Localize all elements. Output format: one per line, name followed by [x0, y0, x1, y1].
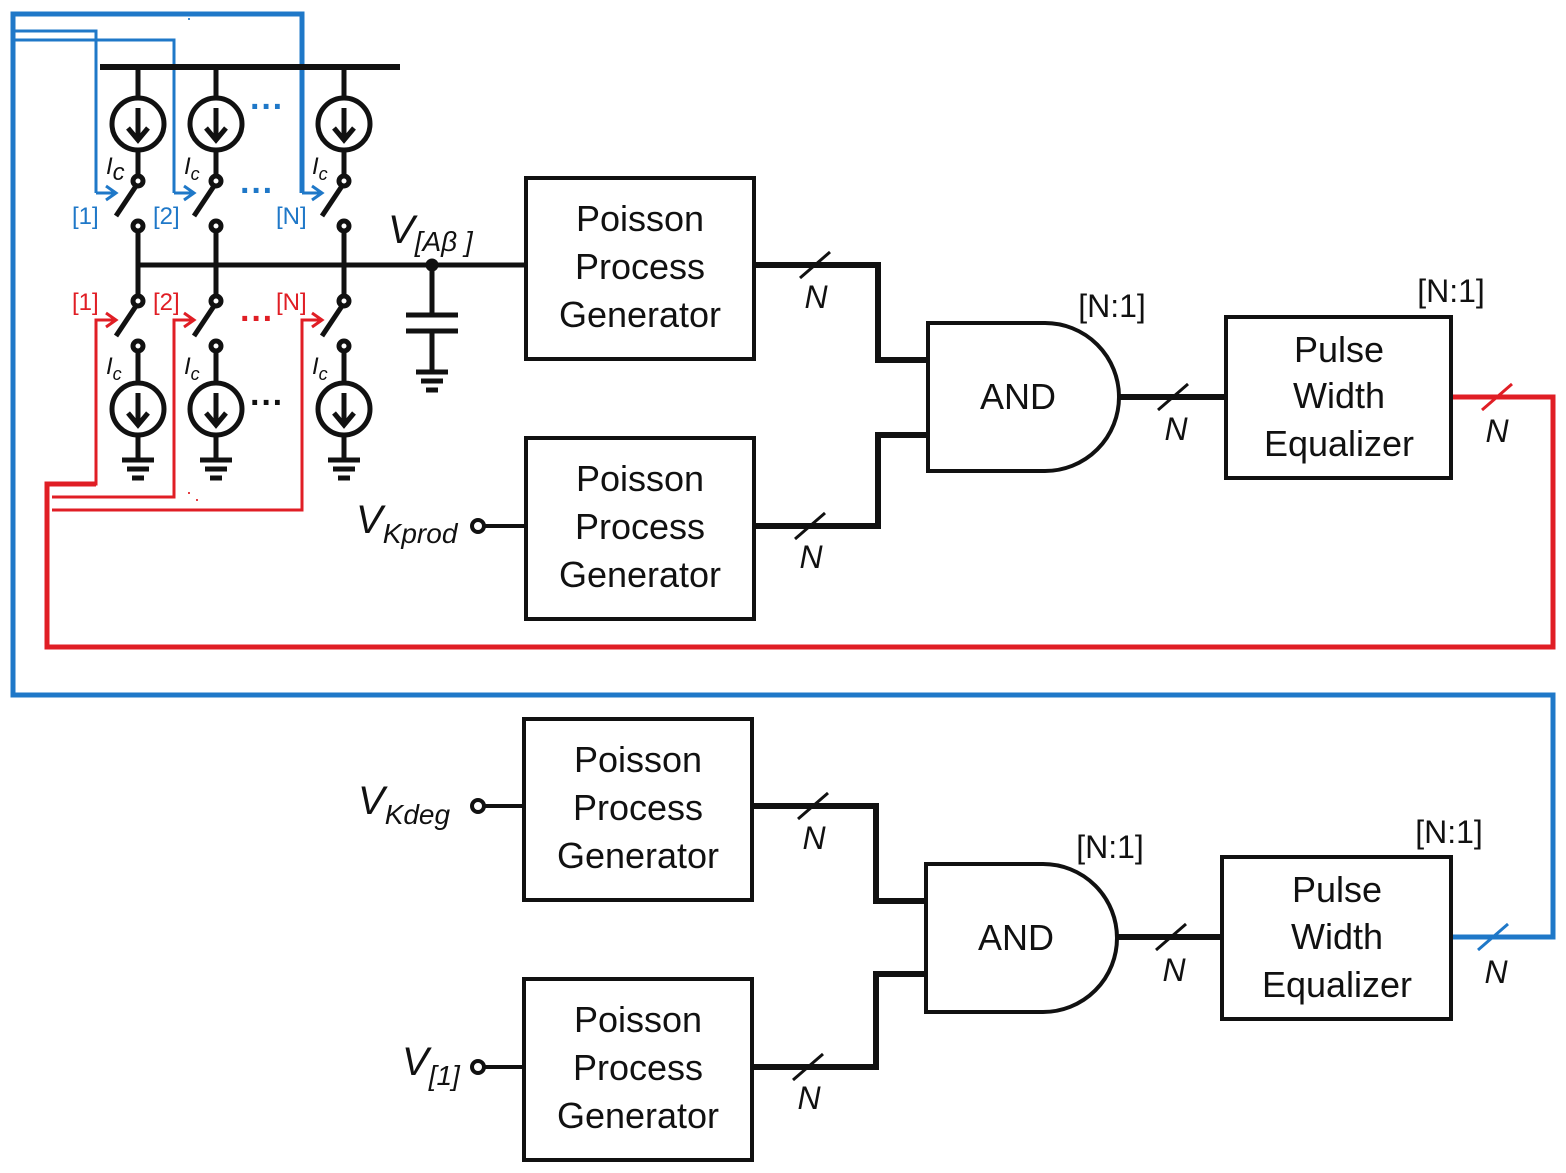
svg-text:Equalizer: Equalizer — [1262, 964, 1412, 1005]
svg-text:Generator: Generator — [559, 294, 721, 335]
bus-label-top-3: N — [1164, 411, 1188, 447]
blue-top-dots: · — [186, 8, 192, 28]
ellipsis-bottom-switches: ··· — [240, 300, 274, 338]
ppg-block-3: Poisson Process Generator — [522, 717, 754, 902]
ic-label-na: Ic — [312, 153, 328, 184]
ppg-block-2: Poisson Process Generator — [524, 436, 756, 621]
v-kdeg-input — [470, 798, 524, 814]
pwe1-range: [N:1] — [1417, 273, 1485, 309]
svg-text:Process: Process — [575, 506, 705, 547]
svg-text:Generator: Generator — [559, 554, 721, 595]
red-feedback-path — [44, 311, 1556, 650]
svg-text:Process: Process — [573, 1047, 703, 1088]
bottom-blue-slash — [1477, 922, 1509, 952]
v-kprod-input — [470, 518, 526, 534]
and-gate-2: AND — [924, 862, 1119, 1014]
bus-label-bottom-1: N — [802, 820, 826, 856]
ellipsis-top-switches: ··· — [240, 172, 274, 210]
svg-text:Generator: Generator — [557, 835, 719, 876]
ppg-block-4: Poisson Process Generator — [522, 977, 754, 1162]
and2-range: [N:1] — [1076, 829, 1144, 865]
blue-feedback-path — [10, 11, 1556, 940]
pwe2-range: [N:1] — [1415, 814, 1483, 850]
v-1-input — [470, 1059, 524, 1075]
bottom-bus-slashes — [792, 791, 1187, 1082]
top-red-slash — [1481, 382, 1513, 412]
bus-label-top-4: N — [1485, 413, 1509, 449]
svg-text:Poisson: Poisson — [574, 999, 702, 1040]
blue-index-2: [2] — [153, 203, 180, 230]
bus-label-top-2: N — [799, 539, 823, 575]
pwe-block-2: Pulse Width Equalizer — [1220, 855, 1453, 1021]
svg-text:Poisson: Poisson — [576, 458, 704, 499]
v-kprod-label: VKprod — [356, 498, 459, 549]
source-column-2 — [187, 67, 245, 481]
bus-label-top-1: N — [804, 279, 828, 315]
red-index-2: [2] — [153, 289, 180, 316]
abeta-node — [138, 258, 525, 393]
pwe-block-1: Pulse Width Equalizer — [1224, 315, 1453, 480]
bus-label-bottom-3: N — [1162, 952, 1186, 988]
ic-label-1b: Ic — [106, 353, 122, 384]
v-kdeg-label: VKdeg — [358, 779, 451, 830]
red-bottom-dots: · — [186, 482, 192, 502]
ellipsis-top-sources: ··· — [250, 88, 284, 126]
svg-text:Equalizer: Equalizer — [1264, 423, 1414, 464]
top-bus-slashes — [794, 250, 1189, 541]
and-gate-1: AND — [926, 321, 1121, 473]
svg-text:Process: Process — [575, 246, 705, 287]
blue-top-dots-2: · — [194, 2, 200, 22]
bus-label-bottom-2: N — [797, 1080, 821, 1116]
svg-text:Generator: Generator — [557, 1095, 719, 1136]
and1-range: [N:1] — [1078, 288, 1146, 324]
red-index-1: [1] — [72, 289, 99, 316]
svg-text:AND: AND — [978, 917, 1054, 958]
svg-text:Width: Width — [1291, 916, 1383, 957]
v-abeta-label: V[Aβ ] — [388, 208, 474, 257]
source-column-n — [315, 67, 373, 481]
source-column-1 — [109, 67, 167, 481]
blue-index-1: [1] — [72, 203, 99, 230]
ic-label-1a: Ic — [106, 153, 125, 186]
blue-index-n: [N] — [276, 203, 307, 230]
svg-text:Poisson: Poisson — [576, 198, 704, 239]
ic-label-nb: Ic — [312, 353, 328, 384]
red-bottom-dots-2: · — [194, 489, 200, 509]
svg-text:Process: Process — [573, 787, 703, 828]
ic-label-2a: Ic — [184, 153, 200, 184]
svg-text:Pulse: Pulse — [1292, 869, 1382, 910]
ic-label-2b: Ic — [184, 353, 200, 384]
ellipsis-bottom-sources: ··· — [250, 384, 284, 422]
v-1-label: V[1] — [402, 1040, 461, 1091]
svg-text:Width: Width — [1293, 375, 1385, 416]
svg-text:AND: AND — [980, 376, 1056, 417]
red-index-n: [N] — [276, 289, 307, 316]
bus-label-bottom-4: N — [1484, 954, 1508, 990]
svg-text:Pulse: Pulse — [1294, 329, 1384, 370]
svg-text:Poisson: Poisson — [574, 739, 702, 780]
ppg-block-1: Poisson Process Generator — [524, 176, 756, 361]
